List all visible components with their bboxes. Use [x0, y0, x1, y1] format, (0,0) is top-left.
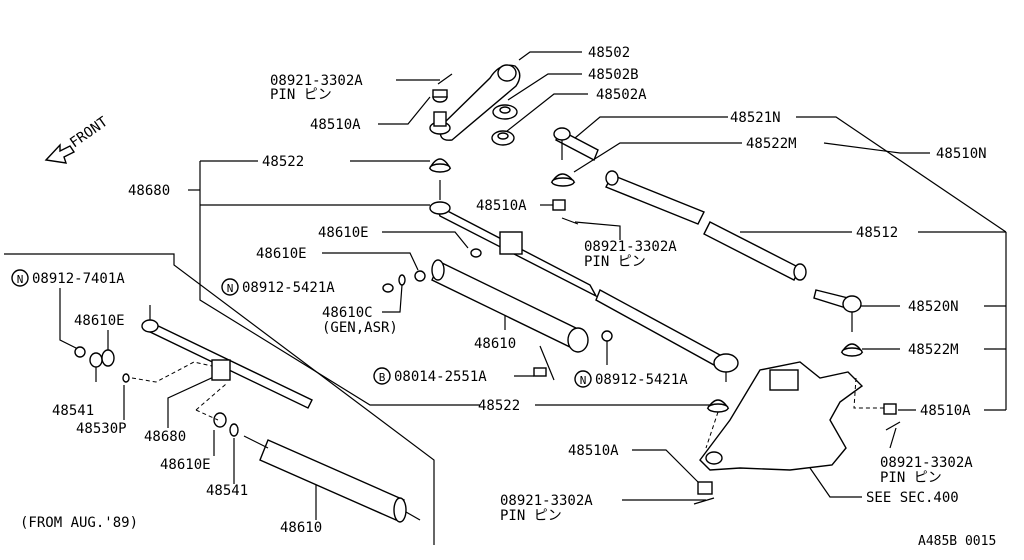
inset-damper — [243, 435, 421, 523]
label-pin-low-num: 08921-3302A — [500, 493, 593, 509]
label-48530P: 48530P — [76, 421, 127, 437]
label-48680: 48680 — [128, 183, 170, 199]
pin-low — [693, 497, 715, 505]
circle-n-icon-mid: N — [221, 278, 239, 296]
inset-washers — [74, 346, 239, 437]
leader-lines — [4, 51, 1007, 545]
svg-text:N: N — [580, 374, 587, 387]
label-48510A-top: 48510A — [310, 117, 361, 133]
label-pin-mid-num: 08921-3302A — [584, 239, 677, 255]
dust-cover-48522M-top — [550, 173, 576, 187]
label-48520N: 48520N — [908, 299, 959, 315]
label-pin-low-txt: PIN ピン — [500, 508, 562, 524]
label-48610-low: 48610 — [280, 520, 322, 536]
label-pin-top-txt: PIN ピン — [270, 87, 332, 103]
pin-mid — [561, 217, 579, 225]
inset-center-link — [141, 305, 313, 409]
label-48610E-d: 48610E — [160, 457, 211, 473]
label-48522M-top: 48522M — [746, 136, 797, 152]
label-48680-low: 48680 — [144, 429, 186, 445]
circle-n-icon-right: N — [574, 370, 592, 388]
lock-washer-48502B — [492, 104, 518, 120]
label-08912-5421A-right: 08912-5421A — [595, 372, 688, 388]
circle-n-icon-left: N — [11, 269, 29, 287]
pin-axis-dash-right — [853, 377, 884, 409]
label-08912-7401A: 08912-7401A — [32, 271, 125, 287]
knuckle-arm — [699, 361, 864, 471]
label-48512: 48512 — [856, 225, 898, 241]
label-08912-5421A-left: 08912-5421A — [242, 280, 335, 296]
label-48610C: 48610C — [322, 305, 373, 321]
center-link-48680 — [429, 180, 739, 382]
label-48610-mid: 48610 — [474, 336, 516, 352]
label-diagram-code: A485B 0015 — [918, 534, 996, 549]
svg-text:B: B — [379, 371, 386, 384]
label-48502: 48502 — [588, 45, 630, 61]
label-48522M-low: 48522M — [908, 342, 959, 358]
label-08014-2551A: 08014-2551A — [394, 369, 487, 385]
pin-axis-dash-low — [705, 411, 719, 449]
label-48610C-sub: (GEN,ASR) — [322, 320, 398, 336]
dust-cover-48522-top — [428, 158, 452, 173]
nut-48510A-low — [697, 481, 713, 495]
nut-48510A-right — [883, 403, 897, 415]
front-arrow-icon — [44, 143, 76, 164]
label-48610E-c: 48610E — [74, 313, 125, 329]
dust-cover-48522-low — [706, 399, 730, 413]
nut-48510A-mid — [552, 199, 566, 211]
label-pin-top-num: 08921-3302A — [270, 73, 363, 89]
tie-rod-48512 — [605, 170, 807, 281]
svg-text:N: N — [17, 273, 24, 286]
svg-text:N: N — [227, 282, 234, 295]
label-48510N: 48510N — [936, 146, 987, 162]
label-front: FRONT — [67, 114, 111, 152]
nut-48502A — [491, 130, 515, 146]
label-48521N: 48521N — [730, 110, 781, 126]
steering-damper-48610-mid — [382, 248, 613, 381]
dust-cover-48522M-low — [840, 343, 864, 357]
label-48610E-a: 48610E — [318, 225, 369, 241]
label-pin-right-num: 08921-3302A — [880, 455, 973, 471]
tie-rod-end-48521N — [553, 127, 599, 161]
nut-48510A-top — [432, 89, 448, 103]
label-48510A-right: 48510A — [920, 403, 971, 419]
label-48502B: 48502B — [588, 67, 639, 83]
label-48502A: 48502A — [596, 87, 647, 103]
pitman-arm — [429, 64, 521, 141]
label-see-sec: SEE SEC.400 — [866, 490, 959, 506]
label-48510A-low: 48510A — [568, 443, 619, 459]
pin-top — [437, 73, 453, 85]
label-48522-low: 48522 — [478, 398, 520, 414]
part-labels: 48502 48502B 48502A 08921-3302A PIN ピン 4… — [20, 45, 996, 549]
pin-right — [885, 421, 901, 431]
label-48610E-b: 48610E — [256, 246, 307, 262]
label-48541-b: 48541 — [206, 483, 248, 499]
label-48522-top: 48522 — [262, 154, 304, 170]
label-pin-mid-txt: PIN ピン — [584, 254, 646, 270]
label-48541-a: 48541 — [52, 403, 94, 419]
label-48510A-mid: 48510A — [476, 198, 527, 214]
tie-rod-end-48520N — [813, 289, 862, 332]
circle-b-icon: B — [373, 367, 391, 385]
label-from-aug: (FROM AUG.'89) — [20, 515, 138, 531]
inset-dash-a — [131, 361, 213, 383]
label-pin-right-txt: PIN ピン — [880, 470, 942, 486]
